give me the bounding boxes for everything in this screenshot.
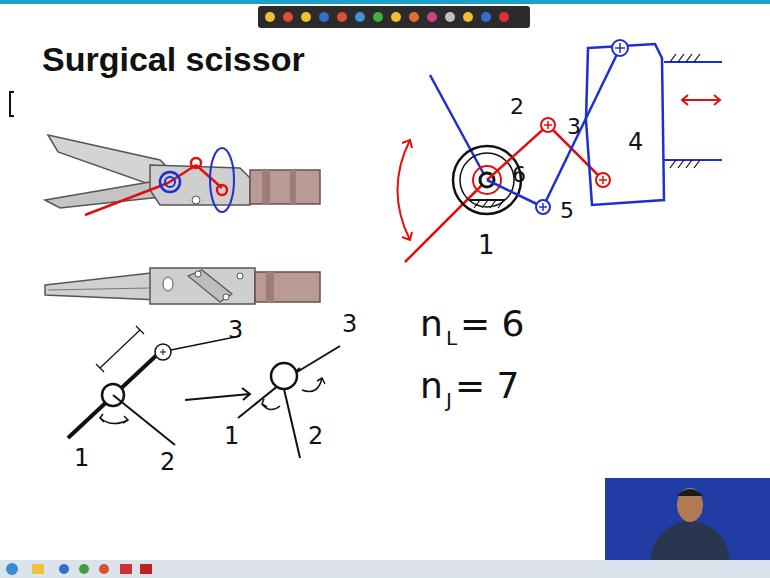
closed-scissor — [45, 268, 320, 304]
link-number: 4 — [628, 130, 643, 154]
link-number: 6 — [512, 164, 526, 186]
taskbar — [0, 560, 770, 578]
formula-symbol: n — [420, 306, 443, 342]
link-number: 2 — [308, 424, 323, 448]
formula-value: = 7 — [455, 368, 520, 404]
link-number: 1 — [74, 446, 89, 470]
link-number: 3 — [342, 312, 357, 336]
formula-subscript: J — [446, 390, 452, 410]
link-number: 2 — [510, 96, 524, 118]
top-strip — [0, 0, 770, 4]
toolbar-icons — [265, 12, 509, 22]
joint-sketch — [238, 346, 340, 458]
link-number: 1 — [478, 232, 495, 258]
formula-value: = 6 — [460, 306, 525, 342]
link-number: 2 — [160, 450, 175, 474]
formula-subscript: L — [446, 328, 457, 348]
mechanism-sketch — [398, 40, 723, 262]
slide-title: Surgical scissor — [42, 42, 305, 76]
joint-sketch — [68, 326, 250, 445]
link-number: 3 — [567, 116, 581, 138]
bracket-mark — [10, 92, 14, 116]
open-scissor — [45, 135, 320, 215]
toolbar — [258, 6, 530, 28]
link-number: 3 — [228, 318, 243, 342]
presenter-video — [605, 478, 770, 560]
formula-symbol: n — [420, 368, 443, 404]
link-number: 5 — [560, 200, 574, 222]
link-number: 1 — [224, 424, 239, 448]
